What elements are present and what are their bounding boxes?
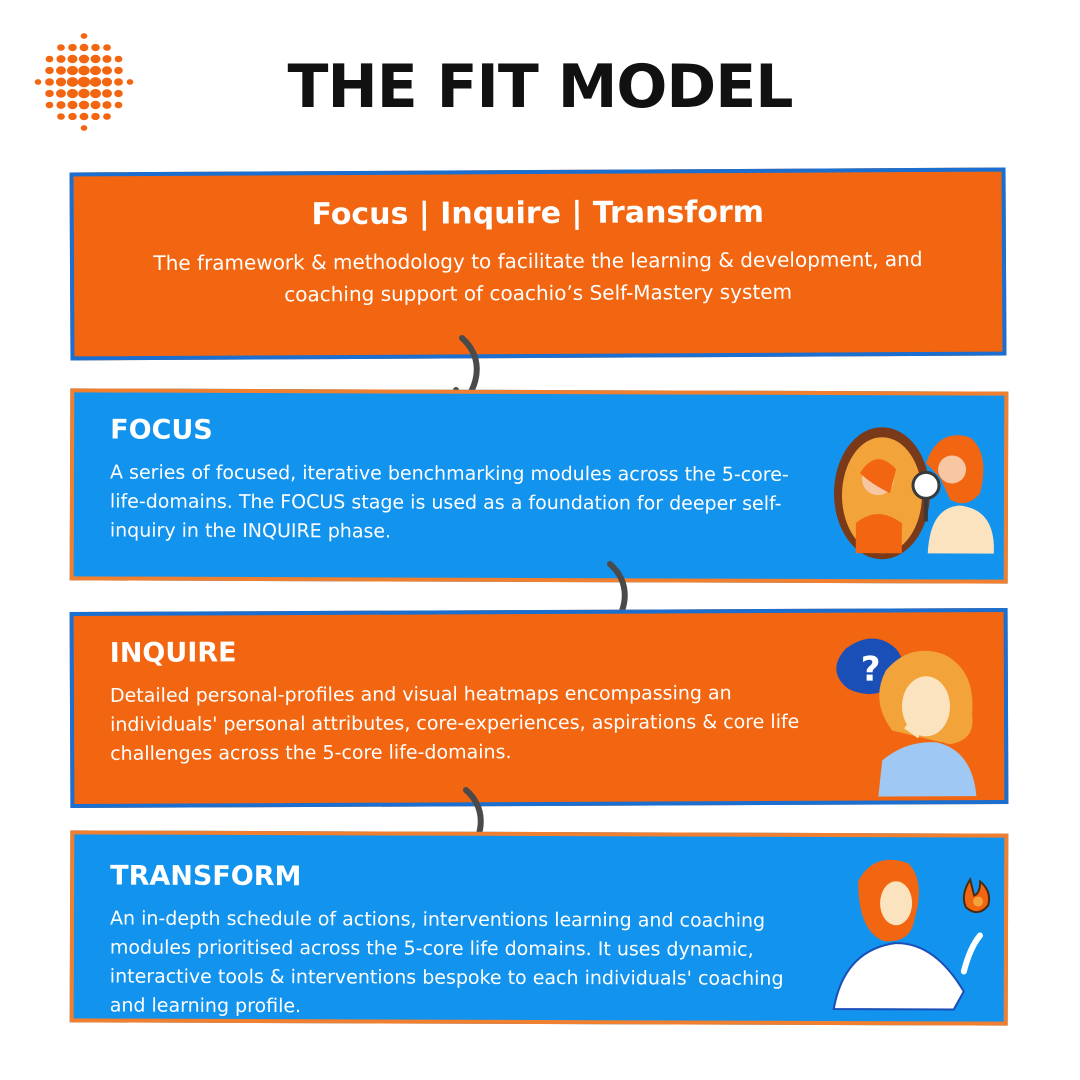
inquire-title: INQUIRE [109, 637, 237, 669]
focus-title: FOCUS [110, 414, 213, 446]
page-title: THE FIT MODEL [287, 52, 794, 122]
transform-card: TRANSFORM An in-depth schedule of action… [69, 830, 1009, 1026]
focus-card: FOCUS A series of focused, iterative ben… [69, 388, 1009, 584]
woman-holding-flame-illustration [832, 859, 991, 1011]
svg-text:?: ? [861, 650, 881, 690]
inquire-description: Detailed personal-profiles and visual he… [109, 682, 800, 765]
thinking-woman-illustration: ? [836, 638, 977, 797]
focus-description: A series of focused, iterative benchmark… [109, 461, 789, 543]
intro-description: The framework & methodology to facilitat… [153, 246, 923, 307]
logo-icon [34, 33, 134, 131]
intro-card: Focus | Inquire | Transform The framewor… [69, 167, 1007, 361]
inquire-card: INQUIRE Detailed personal-profiles and v… [69, 607, 1009, 809]
woman-with-magnifier-illustration [833, 427, 994, 560]
transform-title: TRANSFORM [110, 860, 302, 893]
intro-heading: Focus | Inquire | Transform [311, 194, 765, 233]
transform-description: An in-depth schedule of actions, interve… [109, 907, 784, 1018]
